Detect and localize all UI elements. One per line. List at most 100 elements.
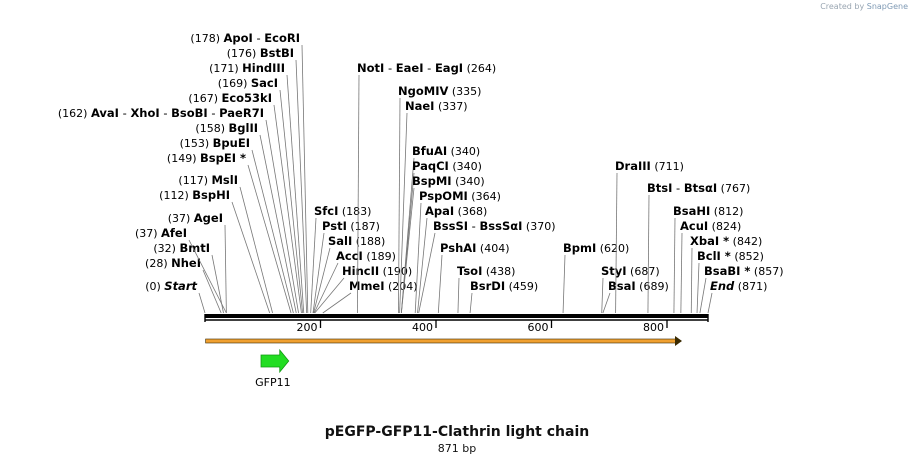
site-connector [647,194,650,314]
site-pspomi[interactable]: PspOMI (364) [414,189,501,314]
site-ngomiv[interactable]: NgoMIV (335) [398,84,481,314]
enzyme-name: EagI [435,61,463,75]
site-noti[interactable]: NotI - EaeI - EagI (264) [357,61,496,314]
site-bglii[interactable]: (158) BglII [195,121,297,314]
site-bpmi[interactable]: BpmI (620) [562,241,629,314]
enzyme-name: TsoI [457,264,482,278]
orf-bar[interactable] [205,338,677,344]
site-bmti[interactable]: (32) BmtI [153,241,224,314]
site-bsssi[interactable]: BssSI - BssSαI (370) [418,219,556,314]
site-bsahi[interactable]: BsaHI (812) [673,204,743,314]
site-btsi[interactable]: BtsI - BtsαI (767) [647,181,750,314]
site-connector [314,277,345,314]
site-connector [301,44,309,314]
site-position: (167) [188,92,221,105]
site-connector [602,292,611,314]
site-connector [399,112,408,314]
site-acci[interactable]: AccI (189) [313,249,396,314]
site-bpuei[interactable]: (153) BpuEI [180,136,294,314]
site-sali[interactable]: SalI (188) [313,234,386,314]
site-agei[interactable]: (37) AgeI [168,211,227,314]
enzyme-name: AcuI [680,219,708,233]
site-start[interactable]: (0) Start [145,279,206,314]
site-label: (117) MslI [178,173,238,187]
site-end[interactable]: End (871) [707,279,767,314]
site-eco53ki[interactable]: (167) Eco53kI [188,91,302,314]
site-bsrdi[interactable]: BsrDI (459) [469,279,538,314]
site-position: (190) [379,265,412,278]
site-psti[interactable]: PstI (187) [312,219,380,314]
site-bsai[interactable]: BsaI (689) [602,279,669,314]
enzyme-name: XbaI * [690,234,729,248]
site-label: XbaI * (842) [690,234,762,248]
site-connector [414,202,422,314]
site-apoi[interactable]: (178) ApoI - EcoRI [190,31,309,314]
name-separator: - [208,106,219,120]
site-bsphi[interactable]: (112) BspHI [159,188,271,314]
site-draiii[interactable]: DraIII (711) [615,159,684,314]
enzyme-name: HincII [342,264,379,278]
gfp11-feature-arrow[interactable] [260,348,290,374]
site-connector [239,186,273,314]
site-sfci[interactable]: SfcI (183) [310,204,372,314]
site-msli[interactable]: (117) MslI [178,173,273,314]
site-label: BpmI (620) [563,241,629,255]
site-apai[interactable]: ApaI (368) [417,204,488,314]
site-label: HincII (190) [342,264,412,278]
site-connector [673,217,676,314]
site-connector [699,277,707,314]
site-position: (149) [167,152,200,165]
site-bspmi[interactable]: BspMI (340) [400,174,485,314]
site-position: (153) [180,137,213,150]
site-acui[interactable]: AcuI (824) [680,219,741,314]
site-avai[interactable]: (162) AvaI - XhoI - BsoBI - PaeR7I [58,106,299,314]
enzyme-name: BmtI [179,241,210,255]
site-position: (620) [596,242,629,255]
site-position: (404) [476,242,509,255]
site-label: PspOMI (364) [419,189,501,203]
enzyme-name: SalI [328,234,352,248]
site-nhei[interactable]: (28) NheI [145,256,222,314]
site-hindiii[interactable]: (171) HindIII [209,61,305,314]
site-label: PshAI (404) [440,241,510,255]
enzyme-name: EaeI [396,61,424,75]
orf-arrow-head [675,336,683,346]
axis-tick-label-800: 800 [643,321,664,334]
enzyme-name: PaeR7I [219,106,264,120]
site-pshai[interactable]: PshAI (404) [437,241,510,314]
site-bstbi[interactable]: (176) BstBI [227,46,308,314]
enzyme-name: BtsαI [684,181,717,195]
site-hincii[interactable]: HincII (190) [314,264,412,314]
name-separator: - [119,106,130,120]
site-connector [562,254,566,314]
site-styi[interactable]: StyI (687) [601,264,660,314]
site-bspei[interactable]: (149) BspEI * [167,151,292,314]
site-label: PaqCI (340) [412,159,482,173]
axis-tick-label-600: 600 [527,321,548,334]
site-connector [188,239,227,314]
site-naei[interactable]: NaeI (337) [399,99,468,314]
site-tsoi[interactable]: TsoI (438) [457,264,515,314]
enzyme-name: AfeI [161,226,187,240]
site-bsabi[interactable]: BsaBI * (857) [699,264,784,314]
site-position: (459) [505,280,538,293]
site-xbai[interactable]: XbaI * (842) [690,234,762,314]
site-label: (37) AgeI [168,211,223,225]
site-bfuai[interactable]: BfuAI (340) [400,144,480,314]
site-connector [615,172,618,314]
site-connector [251,149,294,314]
enzyme-name: BssSI [433,219,468,233]
enzyme-name: BspMI [412,174,452,188]
site-position: (112) [159,189,192,202]
site-saci[interactable]: (169) SacI [218,76,303,314]
site-position: (364) [468,190,501,203]
site-connector [437,254,443,314]
site-label: (169) SacI [218,76,278,90]
credit-brand: SnapGene [866,2,908,11]
site-label: (0) Start [145,279,197,293]
site-bcli[interactable]: BclI * (852) [696,249,764,314]
site-afei[interactable]: (37) AfeI [135,226,227,314]
axis-tick-label-200: 200 [296,321,317,334]
site-connector [457,277,460,314]
site-position: (162) [58,107,91,120]
